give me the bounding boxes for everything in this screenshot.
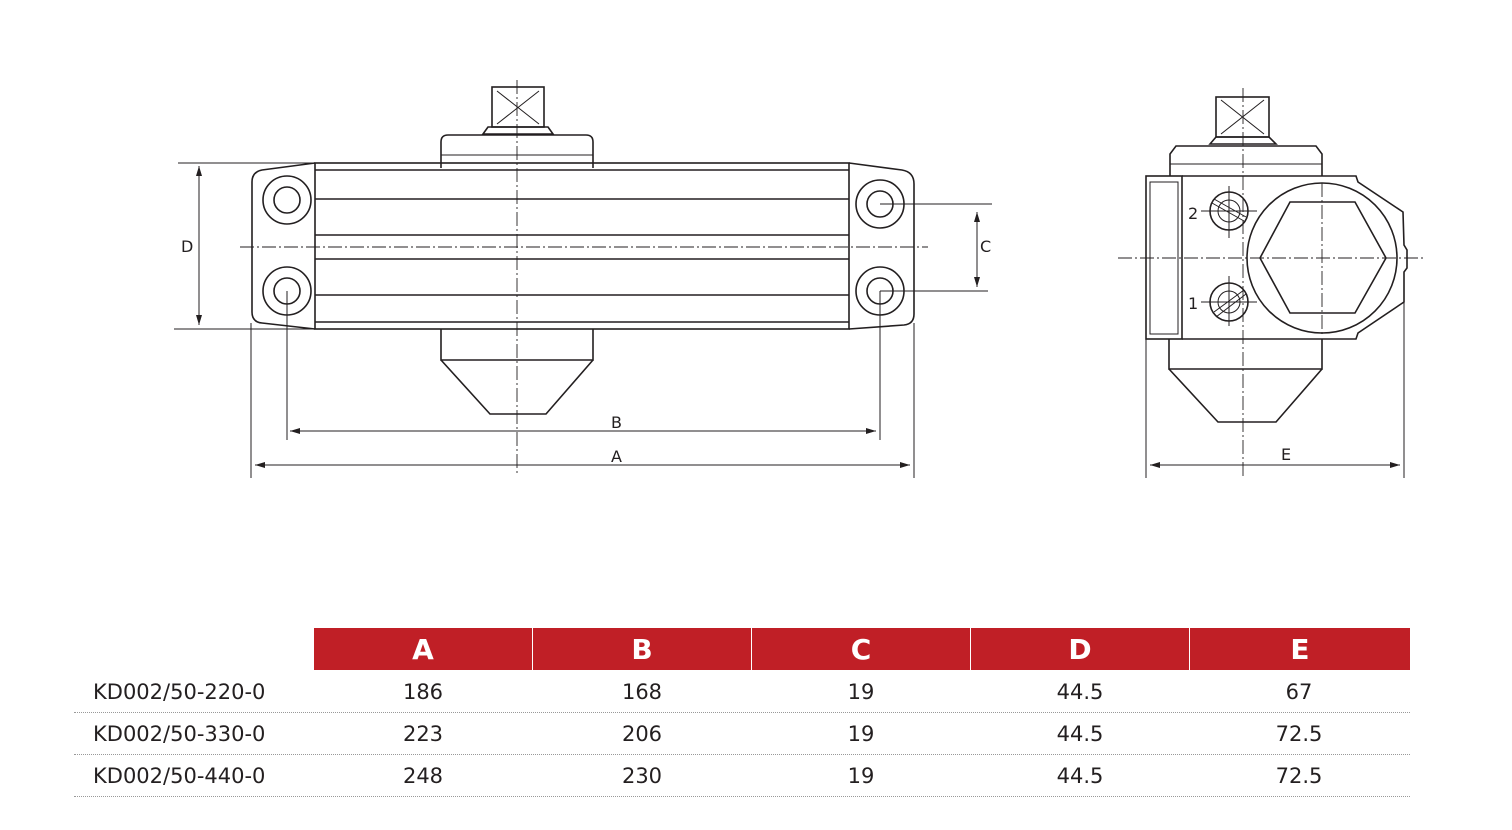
dimension-label-a: A xyxy=(611,447,622,466)
value-d: 44.5 xyxy=(1056,764,1104,788)
adjustment-screw-2 xyxy=(1201,186,1257,238)
value-d: 44.5 xyxy=(1056,722,1104,746)
adjustment-screw-1 xyxy=(1201,276,1257,326)
model-name: KD002/50-220-0 xyxy=(93,680,266,704)
value-d: 44.5 xyxy=(1056,680,1104,704)
value-a: 223 xyxy=(402,722,444,746)
table-row: KD002/50-330-0 223 206 19 44.5 72.5 xyxy=(74,712,1410,755)
value-e: 67 xyxy=(1285,680,1313,704)
value-a: 186 xyxy=(402,680,444,704)
column-header-c: C xyxy=(752,628,970,670)
dimension-label-b: B xyxy=(611,413,622,432)
column-header-b: B xyxy=(533,628,751,670)
value-e: 72.5 xyxy=(1275,722,1323,746)
value-c: 19 xyxy=(847,764,875,788)
value-b: 230 xyxy=(621,764,663,788)
value-a: 248 xyxy=(402,764,444,788)
dimension-label-e: E xyxy=(1281,445,1291,464)
model-name: KD002/50-440-0 xyxy=(93,764,266,788)
side-view: 2 1 E xyxy=(1118,88,1426,478)
value-b: 168 xyxy=(621,680,663,704)
front-view: D C B A xyxy=(174,80,992,478)
model-name: KD002/50-330-0 xyxy=(93,722,266,746)
value-c: 19 xyxy=(847,680,875,704)
dimension-label-d: D xyxy=(181,237,193,256)
mounting-hole xyxy=(262,175,312,225)
screw-label-1: 1 xyxy=(1188,294,1198,313)
value-b: 206 xyxy=(621,722,663,746)
column-header-d: D xyxy=(971,628,1189,670)
value-e: 72.5 xyxy=(1275,764,1323,788)
column-header-e: E xyxy=(1190,628,1410,670)
table-row: KD002/50-220-0 186 168 19 44.5 67 xyxy=(74,670,1410,713)
dimension-label-c: C xyxy=(980,237,991,256)
screw-label-2: 2 xyxy=(1188,204,1198,223)
table-row: KD002/50-440-0 248 230 19 44.5 72.5 xyxy=(74,754,1410,797)
value-c: 19 xyxy=(847,722,875,746)
column-header-a: A xyxy=(314,628,532,670)
